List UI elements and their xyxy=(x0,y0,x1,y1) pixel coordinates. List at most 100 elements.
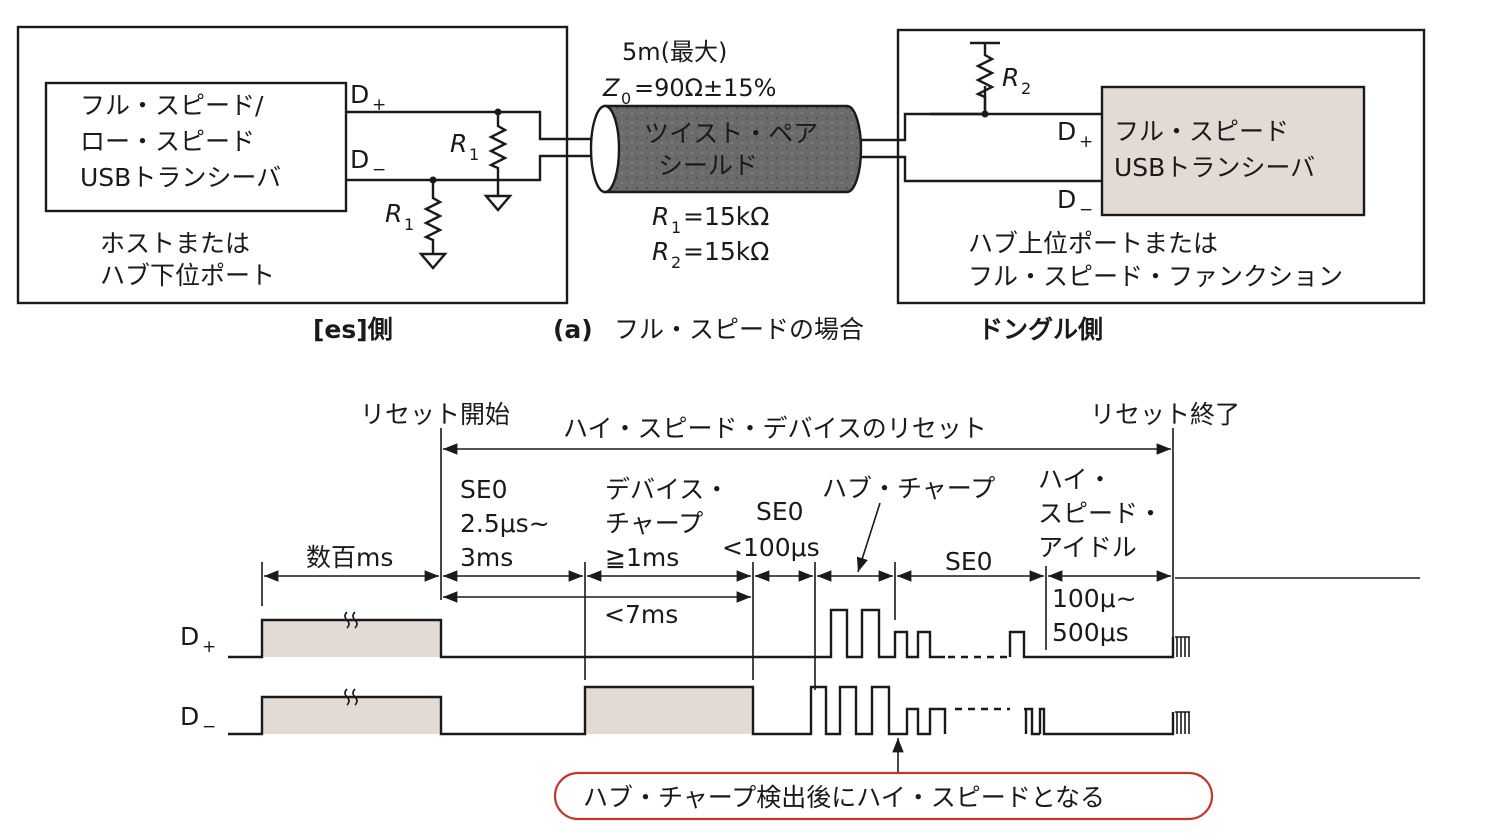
hs-idle-line1: ハイ・ xyxy=(1038,465,1113,494)
dplus-waveform xyxy=(228,608,945,659)
device-transceiver-line2: USBトランシーバ xyxy=(1114,153,1315,182)
host-dminus-wire xyxy=(346,154,592,182)
break-mark xyxy=(344,611,358,629)
hub-chirp-label: ハブ・チャープ xyxy=(822,474,995,503)
host-transceiver-line3: USBトランシーバ xyxy=(80,163,281,192)
dminus-waveform-end xyxy=(1024,707,1175,736)
dplus-signal: D+ xyxy=(180,608,1190,659)
svg-text:D: D xyxy=(180,702,199,731)
hs-idle-line2: スピード・ xyxy=(1038,499,1163,528)
se0-second-line2: <100μs xyxy=(722,533,820,562)
svg-text:R: R xyxy=(652,202,669,231)
dplus-high-shade xyxy=(262,620,441,657)
host-caption-line2: ハブ下位ポート xyxy=(100,261,275,290)
hs-data-marker xyxy=(1175,711,1190,734)
svg-text:0: 0 xyxy=(621,89,631,108)
hs-reset-label: ハイ・スピード・デバイスのリセット xyxy=(563,414,987,443)
se0-third-label: SE0 xyxy=(945,547,993,576)
cable-body xyxy=(603,104,863,194)
ground-icon xyxy=(483,194,513,212)
r1-dplus-resistor xyxy=(488,112,508,196)
device-dplus-label: D+ xyxy=(1057,117,1093,152)
svg-text:D: D xyxy=(1057,185,1076,214)
host-panel-frame xyxy=(16,25,569,305)
svg-text:+: + xyxy=(202,637,216,657)
lt-7ms-label: <7ms xyxy=(604,600,678,629)
svg-text:R: R xyxy=(652,237,669,266)
timing-diagram: リセット開始 ハイ・スピード・デバイスのリセット リセット終了 数百ms SE0… xyxy=(180,400,1420,821)
reset-start-label: リセット開始 xyxy=(360,400,510,429)
host-panel: フル・スピード/ ロー・スピード USBトランシーバ ホストまたは ハブ下位ポー… xyxy=(16,25,592,305)
svg-text:1: 1 xyxy=(404,215,414,234)
svg-text:+: + xyxy=(1079,132,1093,152)
subfig-letter: (a) xyxy=(553,315,593,344)
host-transceiver-box xyxy=(44,81,348,213)
svg-text:Z: Z xyxy=(602,74,620,102)
cable-length: 5m(最大) xyxy=(622,38,727,66)
dminus-waveform xyxy=(228,685,947,736)
ground-icon xyxy=(418,252,448,270)
hs-data-marker xyxy=(1175,636,1190,657)
host-transceiver-line2: ロー・スピード xyxy=(80,127,255,156)
svg-text:D: D xyxy=(350,80,369,109)
hs-idle-line3: アイドル xyxy=(1038,533,1137,562)
svg-text:=15kΩ: =15kΩ xyxy=(683,237,769,266)
device-transceiver-box xyxy=(1100,85,1366,217)
device-chirp-line3: ≧1ms xyxy=(605,543,679,572)
se0-second-line1: SE0 xyxy=(756,497,804,526)
right-caption: ドングル側 xyxy=(978,315,1103,344)
se0-first-line2: 2.5μs~ xyxy=(460,509,550,538)
note-box xyxy=(553,771,1214,821)
svg-text:=90Ω±15%: =90Ω±15% xyxy=(634,74,776,102)
svg-text:−: − xyxy=(202,717,216,737)
cable-label-line2: シールド xyxy=(658,151,758,180)
idle-time-line2: 500μs xyxy=(1052,618,1129,647)
device-transceiver-line1: フル・スピード xyxy=(1114,117,1289,146)
svg-text:−: − xyxy=(372,160,386,180)
reset-end-label: リセット終了 xyxy=(1090,400,1240,429)
device-panel-frame xyxy=(896,28,1426,305)
svg-text:R: R xyxy=(1002,63,1019,92)
svg-text:−: − xyxy=(1079,200,1093,220)
svg-text:=15kΩ: =15kΩ xyxy=(683,202,769,231)
host-dminus-label: D− xyxy=(350,145,386,180)
subfig-caption: フル・スピードの場合 xyxy=(614,315,864,344)
svg-text:1: 1 xyxy=(469,145,479,164)
svg-text:+: + xyxy=(372,95,386,115)
device-caption-line1: ハブ上位ポートまたは xyxy=(968,229,1218,258)
note-text: ハブ・チャープ検出後にハイ・スピードとなる xyxy=(583,783,1105,812)
se0-first-line3: 3ms xyxy=(460,543,513,572)
dplus-waveform-end xyxy=(1008,630,1175,659)
dminus-signal: D− xyxy=(180,685,1190,737)
host-caption-line1: ホストまたは xyxy=(100,229,250,258)
device-chirp-line1: デバイス・ xyxy=(605,475,729,504)
r1-dminus-resistor xyxy=(423,180,443,254)
cable-label-line1: ツイスト・ペア xyxy=(644,119,818,148)
cable-end xyxy=(589,104,621,194)
cable-impedance: Z 0 =90Ω±15% xyxy=(602,74,776,108)
svg-text:1: 1 xyxy=(671,218,681,237)
svg-text:D: D xyxy=(1057,117,1076,146)
svg-text:D: D xyxy=(180,622,199,651)
dminus-label: D− xyxy=(180,702,216,737)
hub-chirp-pointer xyxy=(856,502,881,573)
device-chirp-line2: チャープ xyxy=(605,509,703,538)
device-chirp-shade xyxy=(585,687,753,734)
left-caption: [es]側 xyxy=(313,315,393,344)
svg-text:R: R xyxy=(450,129,467,158)
dminus-high-shade xyxy=(262,697,441,734)
break-mark xyxy=(344,688,358,706)
device-dminus-label: D− xyxy=(1057,185,1093,220)
idle-time-line1: 100μ~ xyxy=(1052,584,1137,613)
host-transceiver-line1: フル・スピード/ xyxy=(80,91,264,120)
svg-text:2: 2 xyxy=(671,253,681,272)
svg-text:2: 2 xyxy=(1021,79,1031,98)
